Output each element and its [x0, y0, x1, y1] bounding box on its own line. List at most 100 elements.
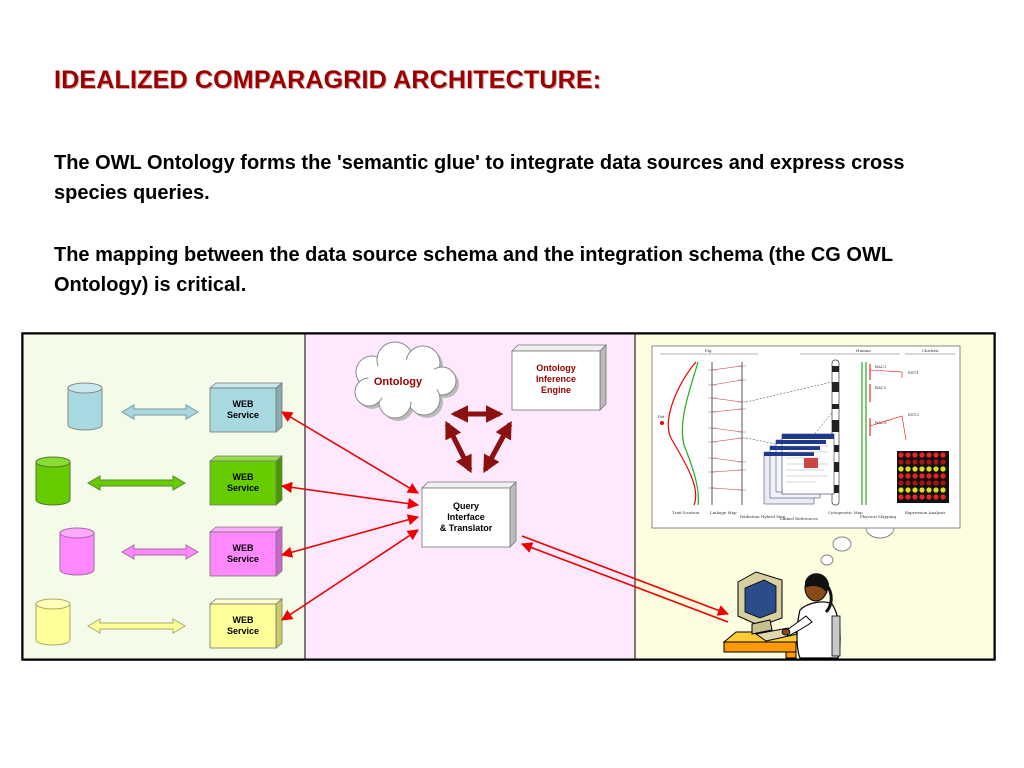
est-label-2: EST2 — [908, 412, 919, 417]
microarray-spot — [905, 473, 911, 479]
microarray-spot — [926, 494, 932, 500]
caption-trait-location: Trait location — [672, 510, 700, 515]
web-service-1-label-line1: WEB — [233, 399, 254, 409]
inference-engine-box: Ontology Inference Engine — [511, 344, 607, 411]
scientist-at-computer — [722, 571, 841, 659]
microarray-spot — [905, 466, 911, 472]
microarray-spot — [933, 473, 939, 479]
web-service-2-label-line1: WEB — [233, 472, 254, 482]
microarray-spot — [940, 466, 946, 472]
bac-label-2: BAC2 — [875, 385, 887, 390]
microarray-spot — [919, 480, 925, 486]
microarray-spot — [940, 473, 946, 479]
link-ws4-query — [281, 529, 419, 621]
microarray-spot — [912, 452, 918, 458]
microarray-spot — [912, 466, 918, 472]
link-query-user-outbound — [521, 535, 730, 616]
web-service-3-label-line2: Service — [227, 554, 259, 564]
database-cylinder-2 — [35, 456, 71, 506]
caption-physical-mapping: Physical Mapping — [860, 514, 896, 519]
web-service-2-label-line2: Service — [227, 483, 259, 493]
database-cylinder-1 — [67, 382, 103, 431]
database-browser-windows — [763, 433, 835, 505]
est-label-1: EST1 — [908, 370, 919, 375]
bac-label-1: BAC1 — [875, 364, 886, 369]
microarray-spot — [926, 480, 932, 486]
microarray-spot — [940, 494, 946, 500]
comparative-map-figure: Pig Human Chicken Fat — [651, 345, 961, 529]
web-service-4-label-line1: WEB — [233, 615, 254, 625]
web-service-4: WEB Service — [208, 598, 284, 649]
link-ws1-query — [281, 411, 419, 494]
database-cylinder-3 — [59, 527, 95, 576]
web-service-1: WEB Service — [208, 382, 284, 433]
microarray-spot — [898, 473, 904, 479]
connector-arrow-4 — [87, 618, 186, 634]
inference-engine-line3: Engine — [541, 385, 571, 395]
microarray-spot — [905, 480, 911, 486]
web-service-2: WEB Service — [208, 455, 284, 506]
microarray-spot — [940, 480, 946, 486]
microarray-spot — [919, 487, 925, 493]
microarray-spot — [933, 452, 939, 458]
microarray-spot — [933, 494, 939, 500]
microarray-spot — [898, 487, 904, 493]
connector-arrow-2 — [87, 475, 186, 491]
microarray-spot — [933, 480, 939, 486]
microarray-spot — [933, 466, 939, 472]
microarray-spot — [926, 473, 932, 479]
connector-arrow-1 — [121, 404, 199, 420]
link-ws2-query — [280, 481, 420, 510]
microarray-spot — [933, 487, 939, 493]
link-engine-query — [482, 420, 513, 474]
microarray-spot — [905, 487, 911, 493]
link-user-query-return — [520, 542, 729, 623]
microarray-spot — [926, 487, 932, 493]
query-box-line1: Query — [453, 501, 479, 511]
link-ontology-query — [444, 420, 473, 474]
connector-arrow-3 — [121, 544, 199, 560]
microarray-spot — [912, 487, 918, 493]
microarray-spot — [905, 494, 911, 500]
page-title: IDEALIZED COMPARAGRID ARCHITECTURE: — [54, 66, 602, 94]
microarray-spot — [933, 459, 939, 465]
intro-paragraph-2: The mapping between the data source sche… — [54, 244, 893, 296]
microarray-spot — [898, 494, 904, 500]
microarray-spot — [912, 459, 918, 465]
map-header-chicken: Chicken — [922, 348, 939, 353]
microarray-spot — [926, 452, 932, 458]
microarray-spot — [898, 452, 904, 458]
web-service-3-label-line1: WEB — [233, 543, 254, 553]
microarray-spot — [898, 466, 904, 472]
ontology-cloud: Ontology — [354, 341, 459, 421]
caption-expression-analysis: Expression Analysis — [905, 510, 945, 515]
inference-engine-line1: Ontology — [536, 363, 576, 373]
microarray-spot — [912, 473, 918, 479]
microarray-spot — [898, 459, 904, 465]
map-header-pig: Pig — [705, 348, 712, 353]
web-service-3: WEB Service — [208, 526, 284, 577]
caption-linkage-map: Linkage Map — [710, 510, 737, 515]
inference-engine-line2: Inference — [536, 374, 576, 384]
microarray-spot — [912, 480, 918, 486]
database-cylinder-4 — [35, 598, 71, 646]
microarray-spot — [898, 480, 904, 486]
caption-cytogenetic-map: Cytogenetic Map — [828, 510, 863, 515]
intro-paragraph-1: The OWL Ontology forms the 'semantic glu… — [54, 152, 905, 204]
caption-radiation-hybrid: Radiation Hybrid Map — [740, 514, 786, 519]
microarray-spot — [940, 452, 946, 458]
microarray-spot — [919, 466, 925, 472]
microarray-spot — [919, 459, 925, 465]
diagram-frame — [21, 332, 996, 661]
microarray-spot — [912, 494, 918, 500]
ontology-label: Ontology — [374, 376, 423, 388]
query-box-line3: & Translator — [440, 523, 493, 533]
microarray-spot — [926, 459, 932, 465]
microarray-spot — [919, 494, 925, 500]
svg-text:Fat: Fat — [658, 414, 665, 419]
microarray-spot — [940, 459, 946, 465]
query-interface-box: Query Interface & Translator — [421, 481, 517, 548]
query-box-line2: Interface — [447, 512, 485, 522]
microarray-spot — [919, 452, 925, 458]
